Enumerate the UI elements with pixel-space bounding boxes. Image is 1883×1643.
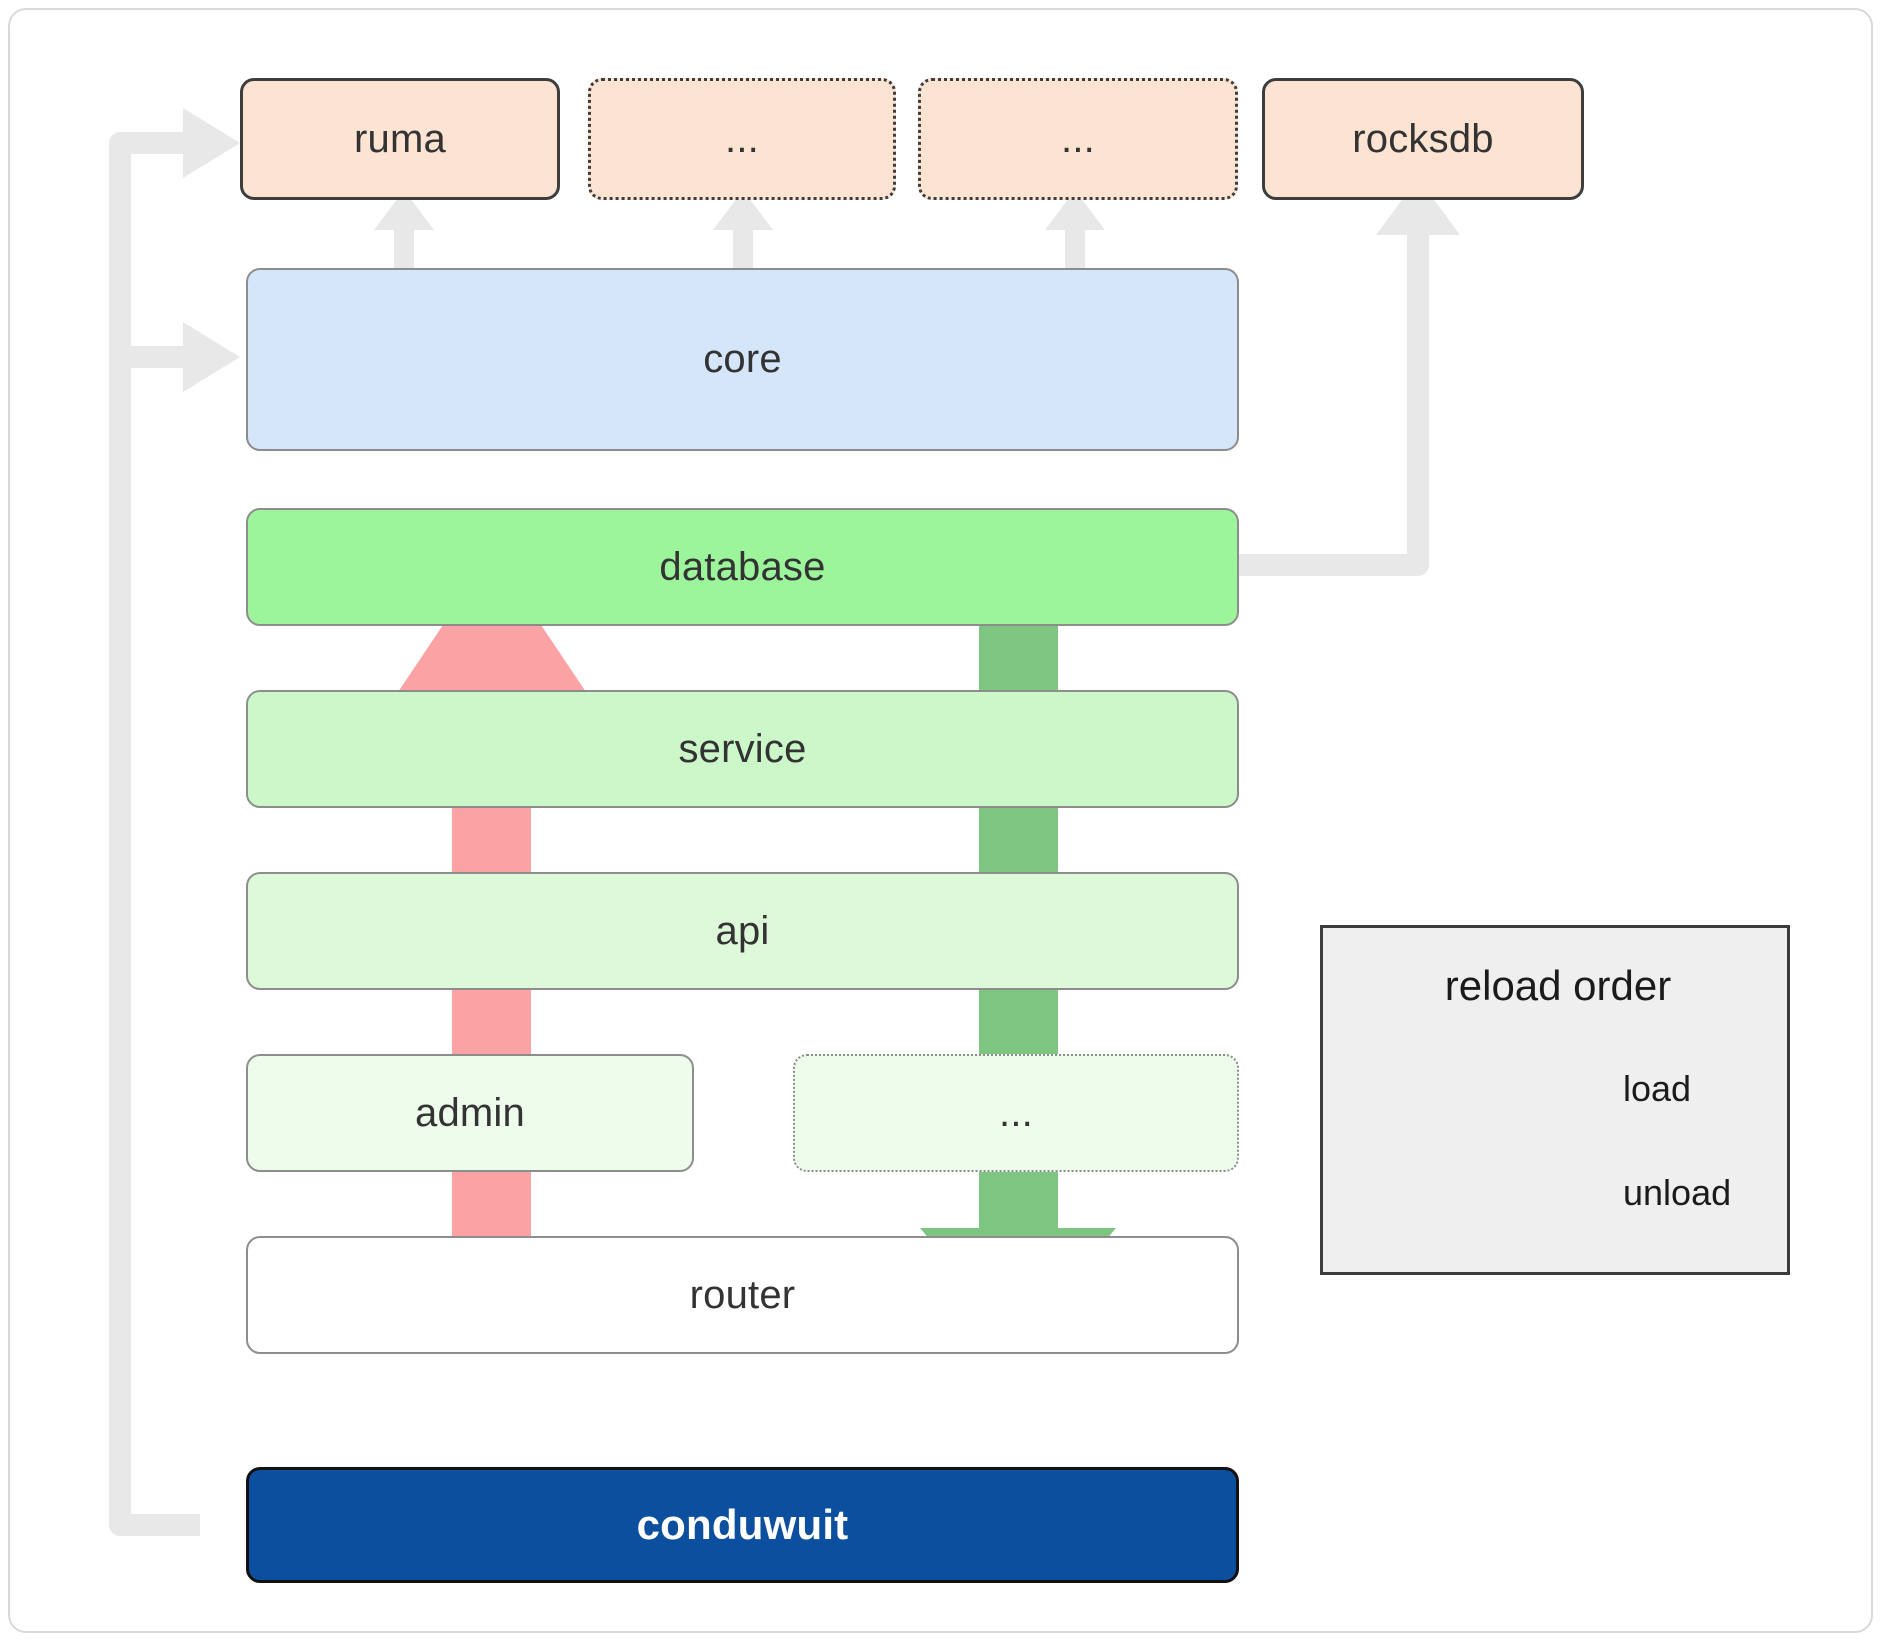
stack-node-admin[interactable]: admin <box>246 1054 694 1172</box>
stack-node-database[interactable]: database <box>246 508 1239 626</box>
stack-label-router: router <box>689 1272 796 1317</box>
dependency-label-ellipsis-2: ... <box>1061 116 1095 161</box>
gray-connector-conduwuit-to-ruma <box>109 108 240 1536</box>
stack-node-core[interactable]: core <box>246 268 1239 451</box>
stack-node-ellipsis[interactable]: ... <box>793 1054 1239 1172</box>
stack-label-ellipsis: ... <box>999 1090 1033 1135</box>
legend-label-unload: unload <box>1623 1172 1732 1213</box>
stack-label-api: api <box>715 908 770 953</box>
root-label-conduwuit: conduwuit <box>636 1501 849 1548</box>
stack-label-database: database <box>659 544 826 589</box>
dependency-node-ruma[interactable]: ruma <box>240 78 560 200</box>
stack-label-admin: admin <box>415 1090 525 1135</box>
legend-title: reload order <box>1444 962 1672 1009</box>
stack-node-service[interactable]: service <box>246 690 1239 808</box>
stack-label-core: core <box>703 337 782 381</box>
dependency-node-ellipsis-1[interactable]: ... <box>588 78 896 200</box>
stack-node-router[interactable]: router <box>246 1236 1239 1354</box>
dependency-node-ellipsis-2[interactable]: ... <box>918 78 1238 200</box>
gray-connector-core-to-dep3 <box>1045 190 1105 270</box>
legend-panel: reload order load unload <box>1320 925 1790 1275</box>
gray-connector-rail-to-core <box>120 322 240 392</box>
dependency-label-ruma: ruma <box>354 116 446 161</box>
gray-connector-core-to-ruma <box>374 190 434 270</box>
gray-connector-database-to-rocksdb <box>1238 178 1460 576</box>
dependency-label-ellipsis-1: ... <box>725 116 759 161</box>
gray-connector-core-to-dep2 <box>713 190 773 270</box>
dependency-node-rocksdb[interactable]: rocksdb <box>1262 78 1584 200</box>
root-node-conduwuit[interactable]: conduwuit <box>246 1467 1239 1583</box>
dependency-label-rocksdb: rocksdb <box>1352 116 1494 161</box>
stack-label-service: service <box>678 726 807 771</box>
legend-label-load: load <box>1623 1068 1692 1109</box>
stack-node-api[interactable]: api <box>246 872 1239 990</box>
